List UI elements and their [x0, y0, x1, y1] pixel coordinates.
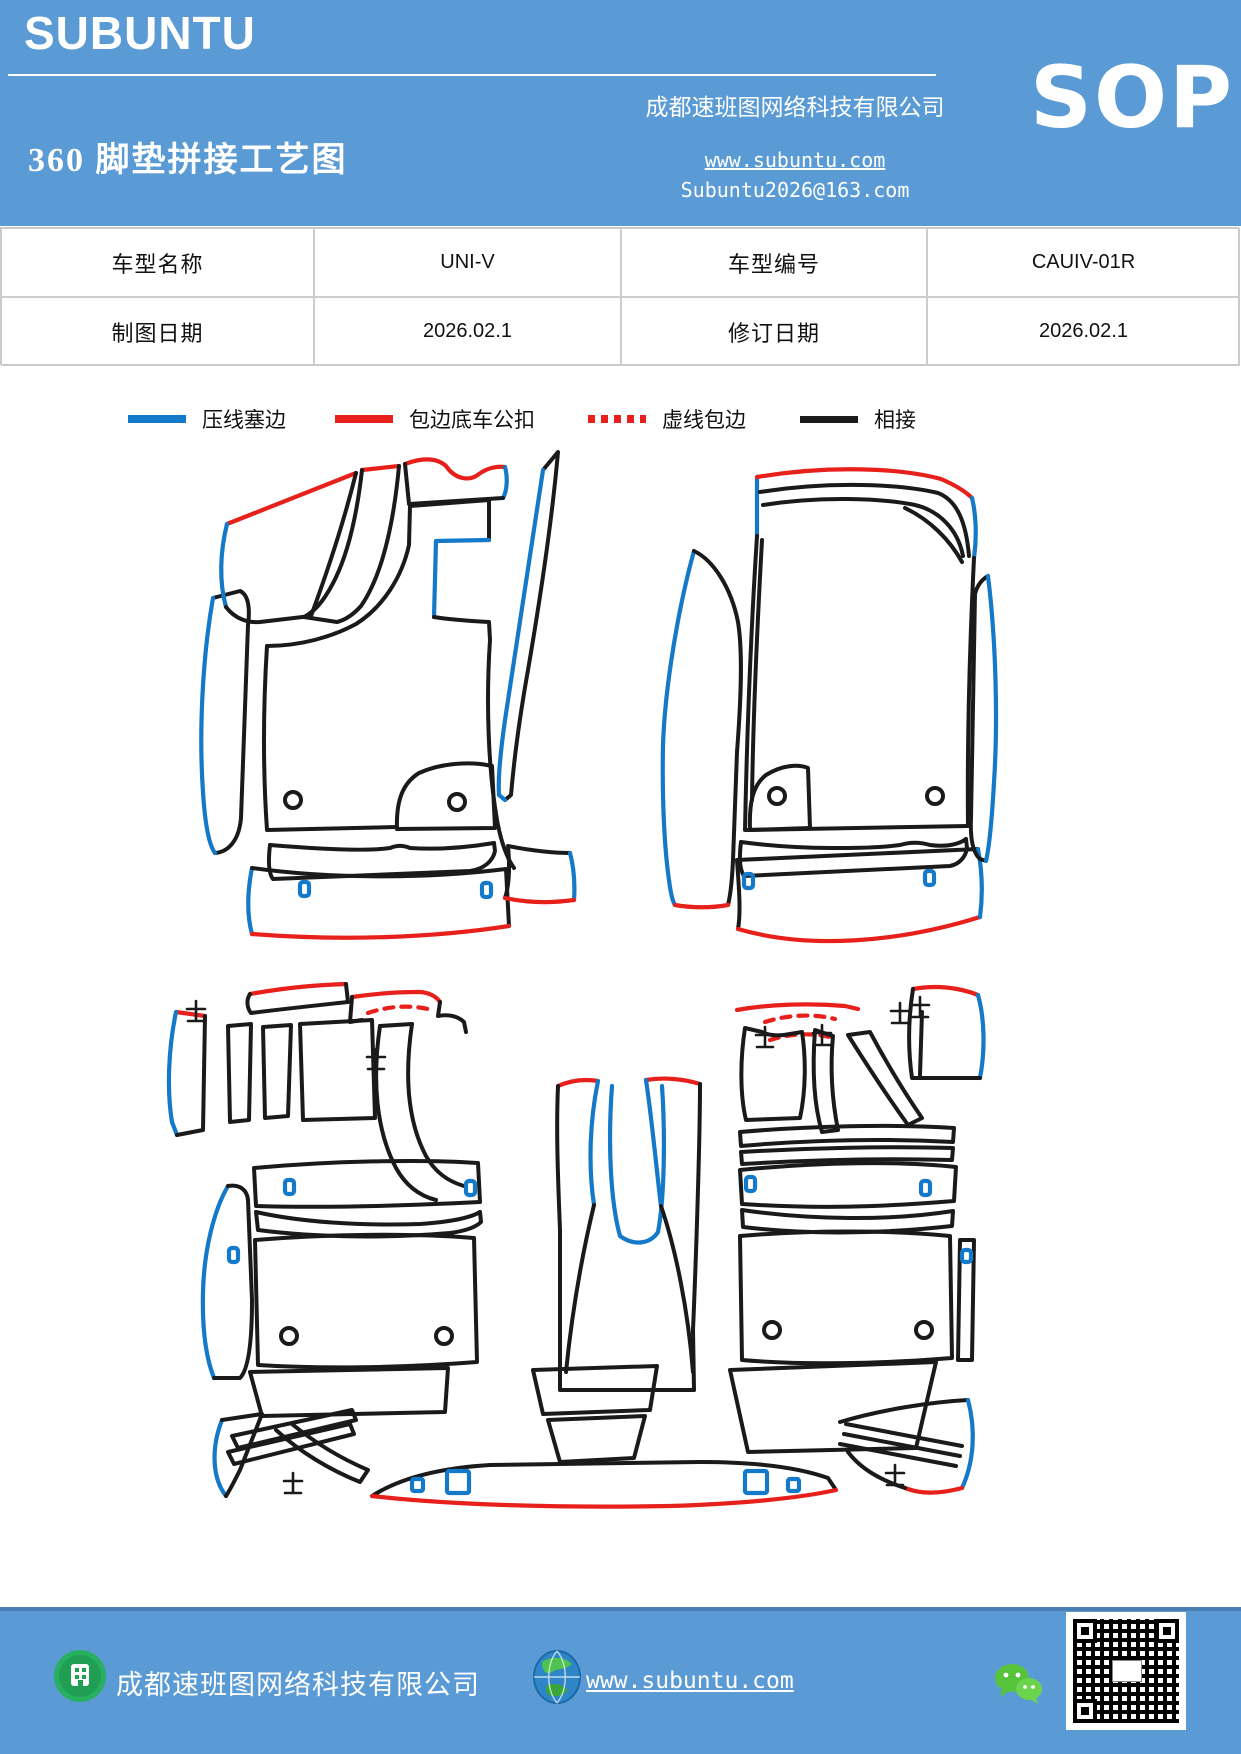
- qr-finder-top-left: [1073, 1619, 1097, 1643]
- table-label-model-code: 车型编号: [621, 228, 927, 297]
- globe-icon: [533, 1650, 581, 1704]
- footer-company-name: 成都速班图网络科技有限公司: [116, 1670, 480, 1700]
- wechat-icon: [995, 1664, 1042, 1704]
- legend-item-blue: 压线塞边: [128, 404, 286, 434]
- vehicle-info-table: 车型名称 UNI-V 车型编号 CAUIV-01R 制图日期 2026.02.1…: [0, 227, 1240, 366]
- rear-top-pieces: [166, 981, 986, 1202]
- header-website-link[interactable]: www.subuntu.com: [704, 148, 886, 172]
- legend-item-red: 包边底车公扣: [335, 404, 535, 434]
- legend-swatch-blue-line: [128, 415, 186, 423]
- table-value-model-code: CAUIV-01R: [927, 228, 1240, 297]
- qr-finder-top-right: [1155, 1619, 1179, 1643]
- table-label-model-name: 车型名称: [1, 228, 314, 297]
- company-badge-icon: [54, 1650, 106, 1702]
- table-value-revision-date: 2026.02.1: [927, 297, 1240, 366]
- page-title: 360 脚垫拼接工艺图: [28, 142, 348, 179]
- legend-swatch-red-line: [335, 415, 393, 423]
- front-left-mat: [199, 450, 560, 940]
- legend-swatch-dashed-line: [588, 415, 646, 423]
- legend-item-black: 相接: [800, 404, 916, 434]
- qr-code: [1066, 1612, 1186, 1730]
- bottom-rail-piece: [369, 1460, 839, 1509]
- footer-website-link[interactable]: www.subuntu.com: [586, 1668, 794, 1694]
- table-value-model-name: UNI-V: [314, 228, 621, 297]
- header-company-name: 成都速班图网络科技有限公司: [645, 95, 945, 120]
- legend-swatch-black-line: [800, 415, 858, 423]
- brand-logo: SUBUNTU: [24, 7, 256, 59]
- qr-finder-bottom-left: [1073, 1699, 1097, 1723]
- legend-label: 相接: [874, 408, 916, 432]
- table-label-revision-date: 修订日期: [621, 297, 927, 366]
- header-divider: [8, 74, 936, 76]
- rear-right-mat: [728, 1123, 976, 1495]
- legend-label: 包边底车公扣: [409, 408, 535, 432]
- header-email: Subuntu2026@163.com: [680, 178, 910, 202]
- legend-label: 虚线包边: [662, 408, 746, 432]
- center-tunnel-piece: [531, 1076, 703, 1464]
- qr-center-logo: [1112, 1660, 1142, 1682]
- center-joiner-piece: [502, 844, 577, 905]
- table-label-draw-date: 制图日期: [1, 297, 314, 366]
- header-banner: SUBUNTU 360 脚垫拼接工艺图 成都速班图网络科技有限公司 SOP ww…: [0, 0, 1241, 226]
- legend-label: 压线塞边: [202, 408, 286, 432]
- table-value-draw-date: 2026.02.1: [314, 297, 621, 366]
- front-right-mat: [660, 467, 999, 944]
- sop-badge: SOP: [1030, 48, 1235, 148]
- mat-splicing-diagram: [166, 450, 999, 1509]
- legend-item-red-dashed: 虚线包边: [588, 404, 746, 434]
- rear-left-mat: [200, 1158, 483, 1499]
